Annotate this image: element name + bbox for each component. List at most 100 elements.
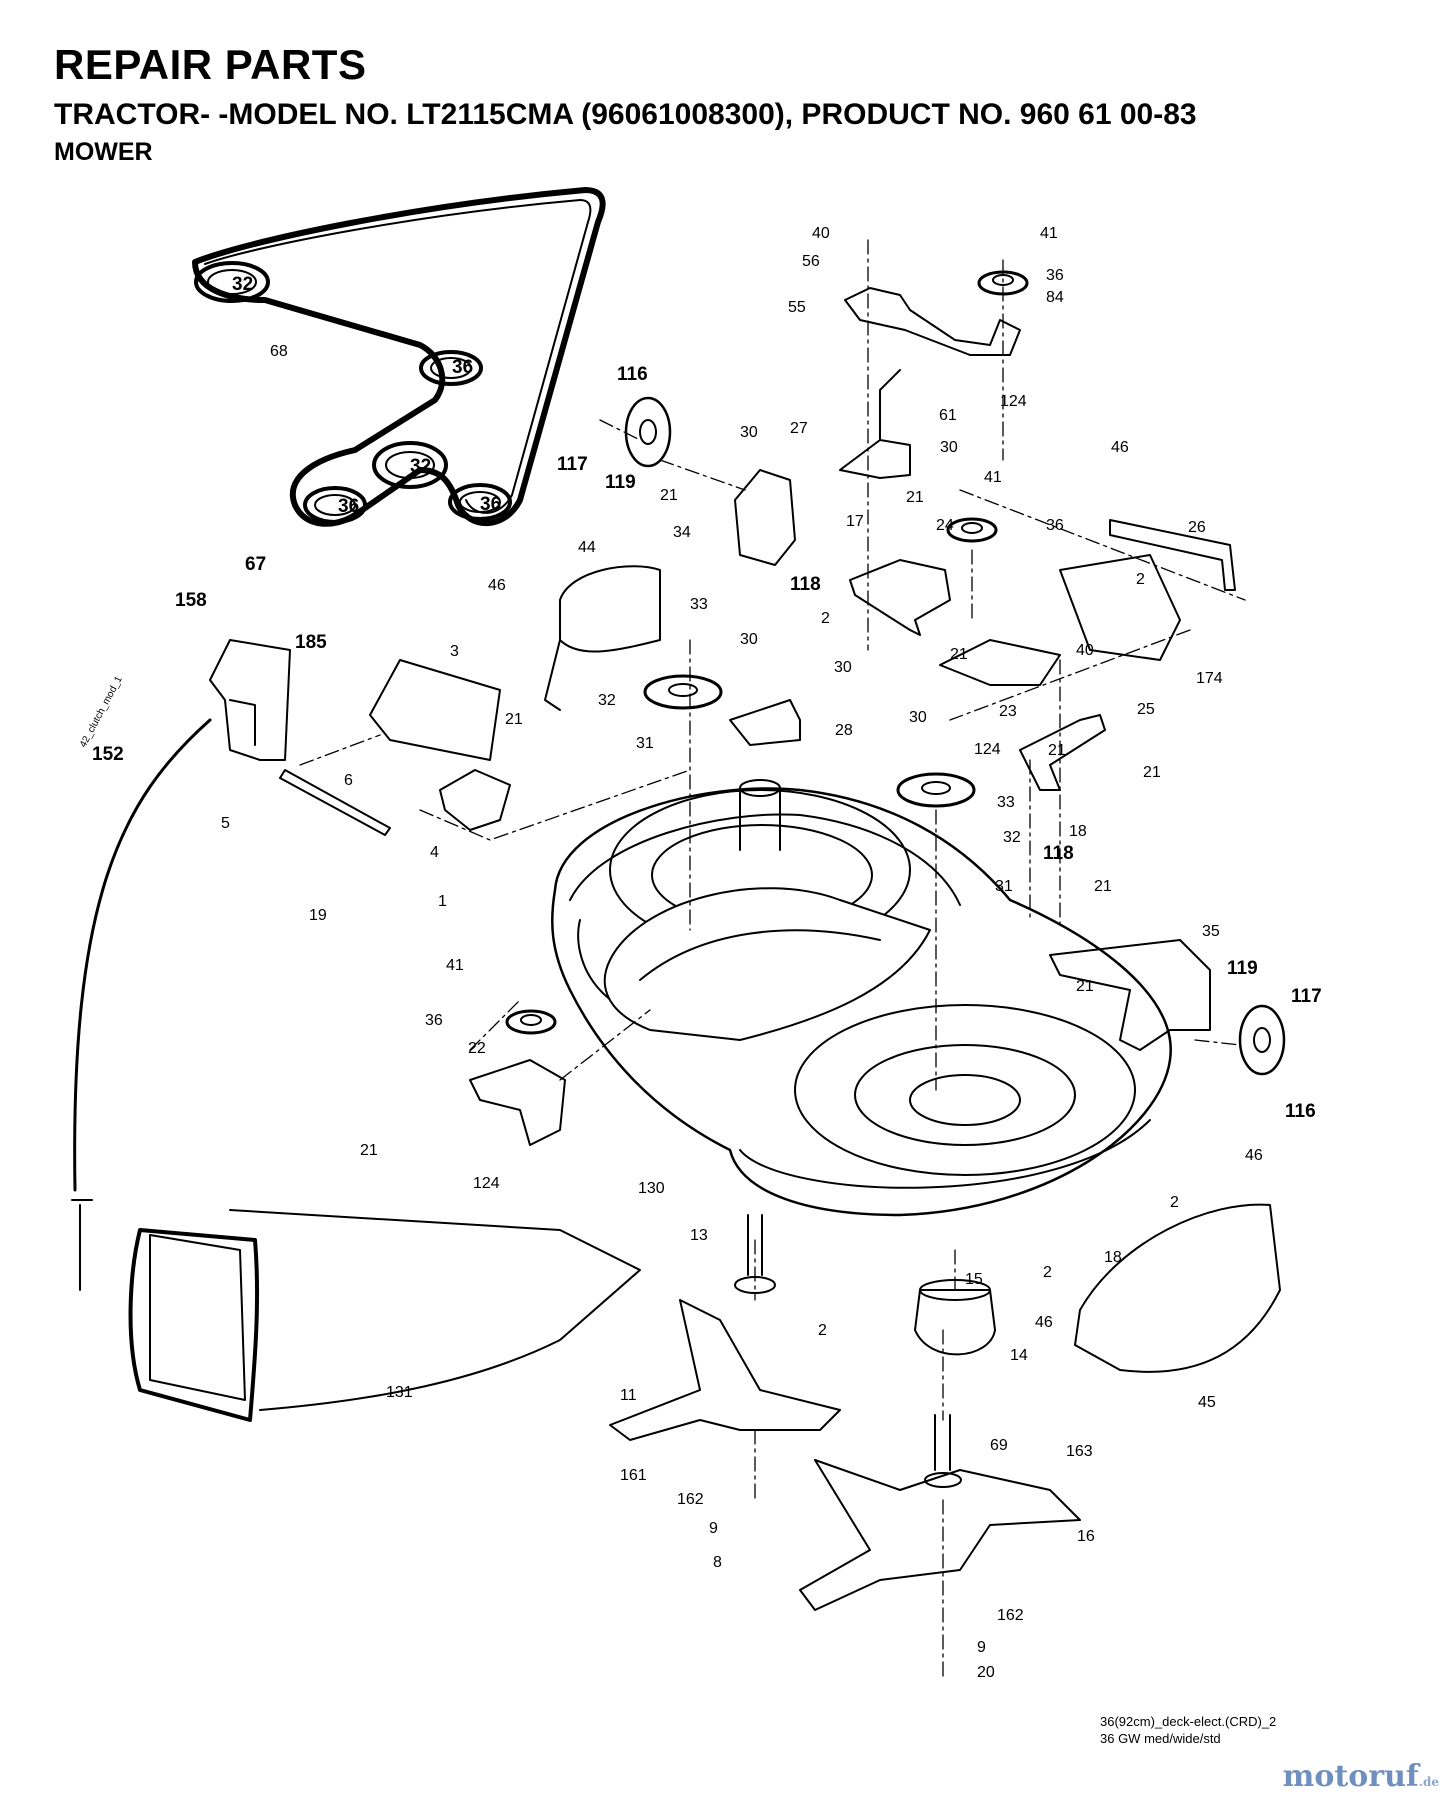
part-callout-130: 130 — [638, 1180, 665, 1197]
deck-hanger-bracket-27 — [839, 369, 911, 479]
bracket-24 — [849, 559, 951, 636]
belt-pulley-36-right — [419, 350, 483, 386]
belt-pulley-36-bottom — [448, 483, 512, 521]
belt-pulley-36-left — [303, 486, 367, 524]
belt-pulley-32-top — [194, 261, 270, 303]
drawing-reference: 36(92cm)_deck-elect.(CRD)_2 36 GW med/wi… — [1100, 1713, 1276, 1747]
part-callout-56: 56 — [802, 253, 820, 270]
part-callout-15: 15 — [965, 1271, 983, 1288]
deck-center-shield — [603, 779, 931, 1041]
bracket-35 — [1049, 939, 1211, 1051]
part-callout-118: 118 — [1043, 843, 1074, 864]
belt-pulley-32-center — [372, 441, 448, 489]
part-callout-21: 21 — [660, 487, 678, 504]
part-callout-16: 16 — [1077, 1528, 1095, 1545]
part-callout-26: 26 — [1188, 519, 1206, 536]
bracket-28 — [729, 699, 801, 746]
part-callout-21: 21 — [1143, 764, 1161, 781]
part-callout-32: 32 — [1003, 829, 1021, 846]
part-callout-118: 118 — [790, 574, 821, 595]
gauge-wheel-right — [1238, 1004, 1286, 1076]
part-callout-124: 124 — [473, 1175, 500, 1192]
clutch-link-6 — [279, 769, 391, 836]
part-callout-35: 35 — [1202, 923, 1220, 940]
part-callout-28: 28 — [835, 722, 853, 739]
part-callout-24: 24 — [936, 517, 954, 534]
part-callout-30: 30 — [834, 659, 852, 676]
spindle-shaft-69 — [924, 1414, 962, 1488]
part-callout-31: 31 — [636, 735, 654, 752]
part-callout-25: 25 — [1137, 701, 1155, 718]
part-callout-30: 30 — [909, 709, 927, 726]
part-callout-41: 41 — [446, 957, 464, 974]
part-callout-30: 30 — [740, 424, 758, 441]
part-callout-21: 21 — [360, 1142, 378, 1159]
part-callout-119: 119 — [1227, 958, 1258, 979]
part-callout-32: 32 — [598, 692, 616, 709]
part-callout-33: 33 — [690, 596, 708, 613]
part-callout-40: 40 — [812, 225, 830, 242]
spindle-pulley-32-left — [643, 674, 723, 710]
part-callout-32: 32 — [410, 456, 431, 477]
part-callout-2: 2 — [1043, 1264, 1052, 1281]
drawing-ref-line-1: 36(92cm)_deck-elect.(CRD)_2 — [1100, 1714, 1277, 1729]
clutch-cable-152 — [71, 718, 212, 1291]
part-callout-23: 23 — [999, 703, 1017, 720]
part-callout-21: 21 — [906, 489, 924, 506]
part-callout-21: 21 — [505, 711, 523, 728]
part-callout-174: 174 — [1196, 670, 1223, 687]
part-callout-36: 36 — [338, 496, 359, 517]
part-callout-6: 6 — [344, 772, 353, 789]
part-callout-161: 161 — [620, 1467, 647, 1484]
idler-pulley-36-lower — [505, 1009, 557, 1035]
part-callout-163: 163 — [1066, 1443, 1093, 1460]
part-callout-36: 36 — [1046, 517, 1064, 534]
bracket-25 — [1019, 714, 1106, 791]
part-callout-119: 119 — [605, 472, 636, 493]
part-callout-124: 124 — [974, 741, 1001, 758]
part-callout-20: 20 — [977, 1664, 995, 1681]
part-callout-36: 36 — [425, 1012, 443, 1029]
part-callout-46: 46 — [1245, 1147, 1263, 1164]
part-callout-9: 9 — [977, 1639, 986, 1656]
model-subtitle: TRACTOR- -MODEL NO. LT2115CMA (960610083… — [54, 98, 1197, 131]
part-callout-36: 36 — [480, 494, 501, 515]
part-callout-18: 18 — [1104, 1249, 1122, 1266]
drawing-ref-line-2: 36 GW med/wide/std — [1100, 1731, 1221, 1746]
part-callout-116: 116 — [1285, 1101, 1316, 1122]
part-callout-40: 40 — [1076, 642, 1094, 659]
mulch-shield-45 — [1074, 1203, 1281, 1373]
part-callout-42_clutch_mod_1: 42_clutch_mod_1 — [78, 674, 125, 749]
shield-174 — [1059, 554, 1181, 661]
part-callout-67: 67 — [245, 554, 266, 575]
part-callout-21: 21 — [1094, 878, 1112, 895]
part-callout-116: 116 — [617, 364, 648, 385]
clutch-housing-185 — [209, 639, 291, 761]
part-callout-36: 36 — [452, 357, 473, 378]
wheel-bracket-left — [734, 469, 796, 566]
part-callout-41: 41 — [1040, 225, 1058, 242]
brand-name: motoruf — [1282, 1759, 1419, 1794]
part-callout-11: 11 — [620, 1387, 637, 1404]
part-callout-2: 2 — [818, 1322, 827, 1339]
part-callout-185: 185 — [295, 632, 327, 653]
part-callout-41: 41 — [984, 469, 1002, 486]
part-callout-162: 162 — [997, 1607, 1024, 1624]
part-callout-152: 152 — [92, 744, 124, 765]
part-callout-8: 8 — [713, 1554, 722, 1571]
part-callout-55: 55 — [788, 299, 806, 316]
brand-watermark: motoruf.de — [1283, 1759, 1439, 1794]
page-title: REPAIR PARTS — [54, 41, 367, 88]
part-callout-2: 2 — [821, 610, 830, 627]
part-callout-5: 5 — [221, 815, 230, 832]
spindle-pulley-32-right — [896, 772, 976, 808]
part-callout-21: 21 — [1076, 978, 1094, 995]
part-callout-33: 33 — [997, 794, 1015, 811]
part-callout-162: 162 — [677, 1491, 704, 1508]
part-callout-46: 46 — [1035, 1314, 1053, 1331]
bracket-22 — [469, 1059, 566, 1146]
part-callout-117: 117 — [1291, 986, 1322, 1007]
part-callout-36: 36 — [1046, 267, 1064, 284]
discharge-chute-131 — [128, 1209, 641, 1422]
